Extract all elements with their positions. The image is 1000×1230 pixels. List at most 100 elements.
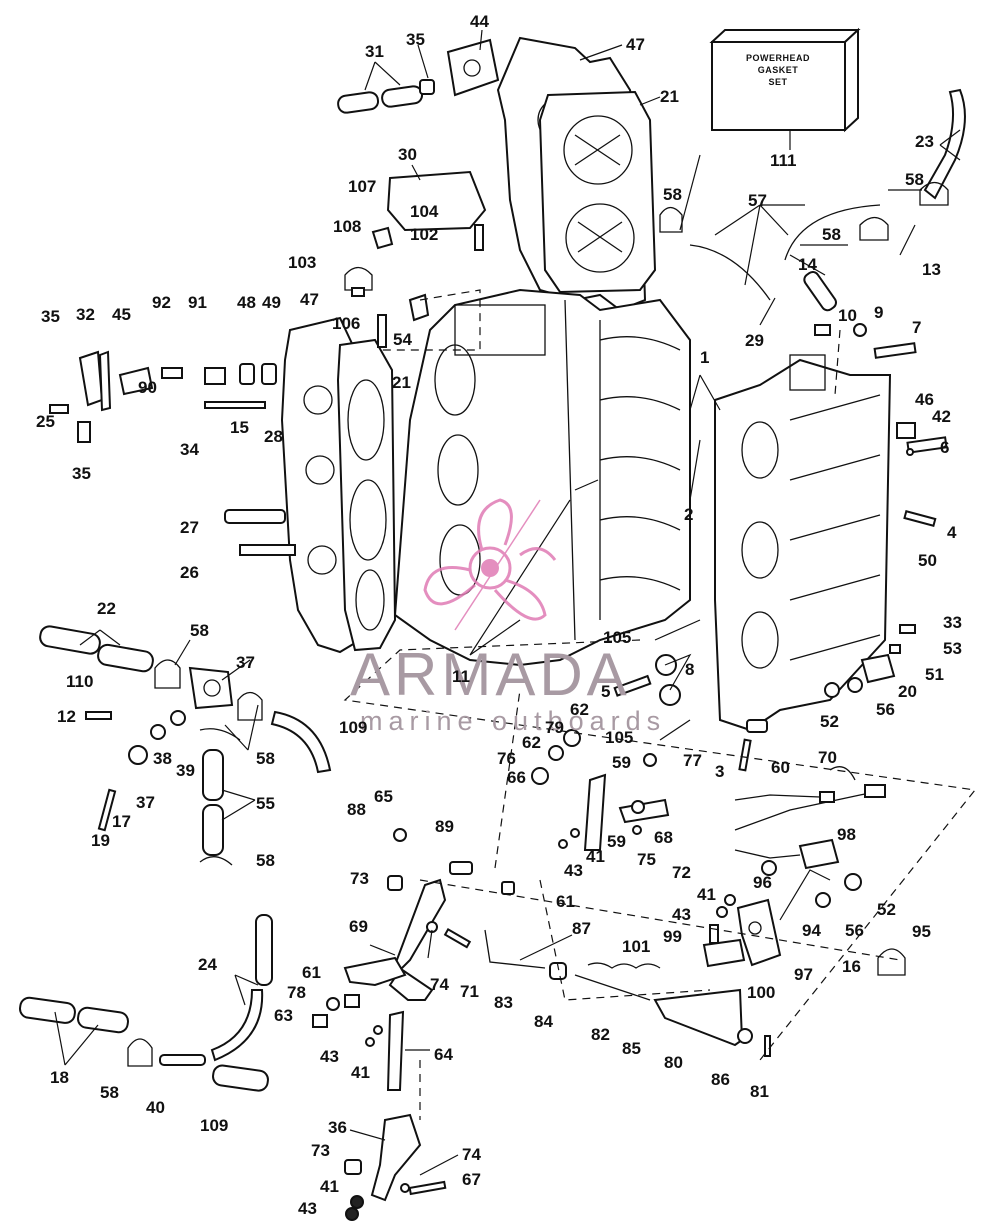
callout-35-bottom: 35 — [72, 464, 91, 483]
callout-103: 103 — [288, 253, 316, 272]
callout-41-b: 41 — [697, 885, 716, 904]
callout-96: 96 — [753, 873, 772, 892]
callout-108: 108 — [333, 217, 361, 236]
callout-34: 34 — [180, 440, 199, 459]
callout-109-a: 109 — [339, 718, 367, 737]
callout-15: 15 — [230, 418, 249, 437]
callout-101: 101 — [622, 937, 650, 956]
callout-90: 90 — [138, 378, 157, 397]
gasket-set-box: POWERHEAD GASKET SET — [709, 27, 861, 133]
callout-102: 102 — [410, 225, 438, 244]
callout-47-left: 47 — [300, 290, 319, 309]
wiring — [734, 766, 886, 859]
callout-1: 1 — [700, 348, 709, 367]
callout-49: 49 — [262, 293, 281, 312]
callout-33: 33 — [943, 613, 962, 632]
callout-59-a: 59 — [612, 753, 631, 772]
callout-88: 88 — [347, 800, 366, 819]
callout-44: 44 — [470, 12, 489, 31]
callout-46: 46 — [915, 390, 934, 409]
callout-83: 83 — [494, 993, 513, 1012]
callout-62-b: 62 — [522, 733, 541, 752]
callout-107: 107 — [348, 177, 376, 196]
callout-40: 40 — [146, 1098, 165, 1117]
callout-70: 70 — [818, 748, 837, 767]
callout-76: 76 — [497, 749, 516, 768]
callout-14: 14 — [798, 255, 817, 274]
callout-41-a: 41 — [586, 847, 605, 866]
callout-63: 63 — [274, 1006, 293, 1025]
callout-5: 5 — [601, 682, 610, 701]
watermark-tagline: marine outboards — [360, 706, 666, 736]
callout-86: 86 — [711, 1070, 730, 1089]
callout-58-a: 58 — [663, 185, 682, 204]
callout-110: 110 — [66, 672, 93, 691]
callout-11: 11 — [452, 667, 470, 686]
callout-106: 106 — [332, 314, 360, 333]
callout-89: 89 — [435, 817, 454, 836]
callout-43-a: 43 — [564, 861, 583, 880]
crankcase — [714, 354, 892, 732]
callout-95: 95 — [912, 922, 931, 941]
callout-58-g: 58 — [100, 1083, 119, 1102]
callout-60: 60 — [771, 758, 790, 777]
callout-61-a: 61 — [556, 892, 575, 911]
small-covers — [78, 38, 896, 968]
callout-59-b: 59 — [607, 832, 626, 851]
callout-7: 7 — [912, 318, 921, 337]
callout-84: 84 — [534, 1012, 553, 1031]
callout-21-left: 21 — [392, 373, 411, 392]
callout-72: 72 — [672, 863, 691, 882]
callout-57: 57 — [748, 191, 767, 210]
callout-81: 81 — [750, 1082, 769, 1101]
gasket-box-line-3: SET — [768, 77, 787, 87]
callout-58-b: 58 — [905, 170, 924, 189]
callout-17: 17 — [112, 812, 131, 831]
callout-35-left: 35 — [41, 307, 60, 326]
callout-51: 51 — [925, 665, 944, 684]
callout-43-d: 43 — [298, 1199, 317, 1218]
callout-69: 69 — [349, 917, 368, 936]
parts-layer: POWERHEAD GASKET SET — [19, 27, 977, 1221]
callout-25: 25 — [36, 412, 55, 431]
callout-6: 6 — [940, 438, 949, 457]
callout-53: 53 — [943, 639, 962, 658]
callout-56-bottom: 56 — [845, 921, 864, 940]
callout-50: 50 — [918, 551, 937, 570]
callout-4: 4 — [947, 523, 957, 542]
callout-74-b: 74 — [462, 1145, 481, 1164]
callout-22: 22 — [97, 599, 116, 618]
callout-111: 111 — [770, 151, 797, 170]
callout-68: 68 — [654, 828, 673, 847]
callout-39: 39 — [176, 761, 195, 780]
callout-67: 67 — [462, 1170, 481, 1189]
callout-99: 99 — [663, 927, 682, 946]
callout-27: 27 — [180, 518, 199, 537]
callout-100: 100 — [747, 983, 775, 1002]
callout-38: 38 — [153, 749, 172, 768]
alignment-lines — [343, 289, 977, 1120]
callout-97: 97 — [794, 965, 813, 984]
hoses — [19, 85, 966, 1092]
callout-74-a: 74 — [430, 975, 449, 994]
callout-73-a: 73 — [350, 869, 369, 888]
callout-8: 8 — [685, 660, 694, 679]
callout-37-bottom: 37 — [136, 793, 155, 812]
callout-37-top: 37 — [236, 653, 255, 672]
callout-13: 13 — [922, 260, 941, 279]
callout-91: 91 — [188, 293, 207, 312]
callout-41-c: 41 — [351, 1063, 370, 1082]
callout-18: 18 — [50, 1068, 69, 1087]
callout-85: 85 — [622, 1039, 641, 1058]
callout-92: 92 — [152, 293, 171, 312]
callout-87: 87 — [572, 919, 591, 938]
callout-2: 2 — [684, 505, 693, 524]
callout-35-top: 35 — [406, 30, 425, 49]
callout-65: 65 — [374, 787, 393, 806]
throttle-linkage — [343, 773, 744, 1202]
callout-75: 75 — [637, 850, 656, 869]
callout-24: 24 — [198, 955, 217, 974]
leader-lines — [54, 29, 961, 1176]
callout-54: 54 — [393, 330, 412, 349]
